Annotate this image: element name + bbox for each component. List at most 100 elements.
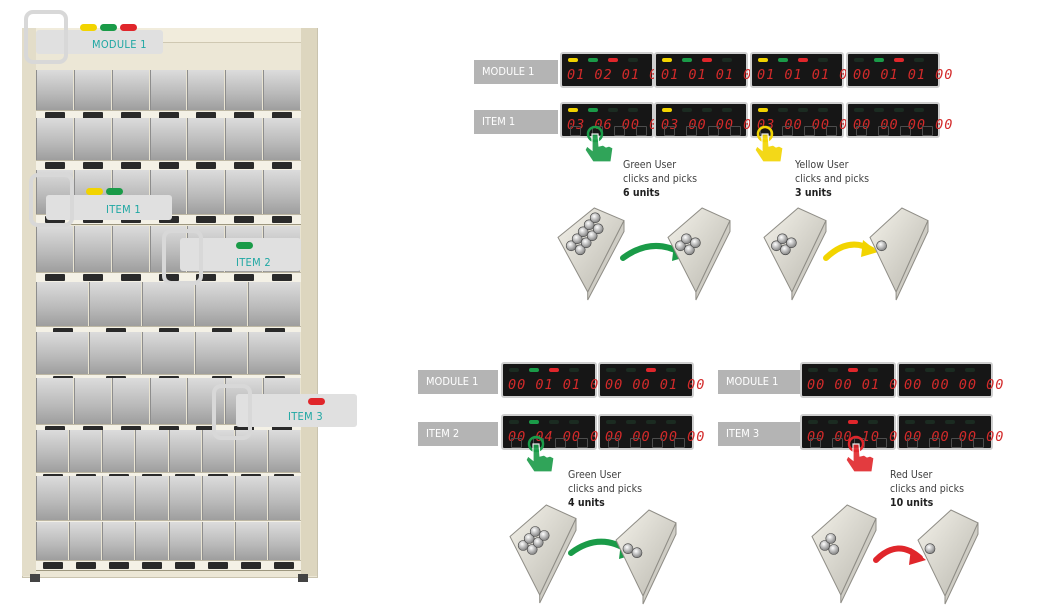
shelf-display	[120, 426, 141, 433]
panel-push-button[interactable]	[652, 438, 663, 448]
green-led-indicator	[626, 420, 636, 424]
storage-bin-icon	[615, 509, 677, 605]
panel-push-button[interactable]	[630, 438, 641, 448]
panel-push-button[interactable]	[664, 126, 675, 136]
panel-push-button[interactable]	[878, 126, 889, 136]
red-led-indicator	[848, 368, 858, 372]
panel-push-button[interactable]	[922, 126, 933, 136]
panel-push-button[interactable]	[810, 438, 821, 448]
panel-push-button[interactable]	[907, 438, 918, 448]
led-display-panel[interactable]: 00 00 00 00	[897, 362, 1003, 398]
caption-line: clicks and picks	[568, 483, 643, 495]
green-user-caption: Green User clicks and picks 4 units	[568, 468, 642, 510]
led-display-panel[interactable]: 00 01 01 00	[846, 52, 952, 88]
yellow-led-indicator	[568, 58, 578, 62]
segment-digits: 03 00 00 00	[757, 117, 858, 133]
cabinet-side-right	[301, 28, 317, 576]
caption-line: clicks and picks	[795, 173, 870, 185]
green-led-indicator	[529, 420, 539, 424]
module-tag: MODULE 1	[418, 370, 498, 394]
led-display-panel[interactable]: 01 02 01 00	[560, 52, 666, 88]
led-display-panel[interactable]: 01 01 01 00	[750, 52, 856, 88]
led-display-panel[interactable]: 00 00 01 00	[598, 362, 704, 398]
storage-bin	[111, 118, 149, 160]
panel-push-button[interactable]	[804, 126, 815, 136]
led-display-panel[interactable]: 00 01 01 00	[501, 362, 607, 398]
teal-led-indicator	[722, 58, 732, 62]
panel-push-button[interactable]	[570, 126, 581, 136]
panel-push-button[interactable]	[614, 126, 625, 136]
caption-line: clicks and picks	[623, 173, 698, 185]
shelf-display	[208, 562, 229, 569]
panel-push-button[interactable]	[555, 438, 566, 448]
panel-push-button[interactable]	[951, 438, 962, 448]
panel-push-button[interactable]	[608, 438, 619, 448]
module-callout-label: MODULE 1	[92, 38, 147, 51]
red-led-indicator	[549, 368, 559, 372]
panel-push-button[interactable]	[782, 126, 793, 136]
module-callout	[36, 30, 163, 54]
panel-push-button[interactable]	[973, 438, 984, 448]
cabinet-foot	[298, 574, 308, 582]
yellow-led-indicator	[905, 420, 915, 424]
panel-push-button[interactable]	[826, 126, 837, 136]
storage-bin-icon	[667, 207, 731, 301]
shelf-display	[158, 426, 179, 433]
yellow-led-indicator	[568, 108, 578, 112]
storage-bin	[102, 430, 135, 472]
storage-bin	[111, 226, 149, 272]
shelf-display	[52, 328, 73, 335]
panel-push-button[interactable]	[876, 438, 887, 448]
panel-push-button[interactable]	[832, 438, 843, 448]
item3-highlight-ring	[212, 384, 252, 440]
panel-push-button[interactable]	[929, 438, 940, 448]
led-display-panel[interactable]: 03 00 00 00	[750, 102, 856, 138]
storage-bin	[69, 476, 102, 520]
led-display-panel[interactable]: 03 00 00 00	[654, 102, 760, 138]
caption-line: Yellow User	[795, 159, 849, 171]
storage-bin	[195, 332, 247, 374]
storage-bin	[102, 476, 135, 520]
panel-push-button[interactable]	[636, 126, 647, 136]
yellow-user-caption: Yellow User clicks and picks 3 units	[795, 158, 869, 200]
panel-push-button[interactable]	[730, 126, 741, 136]
item2-callout-label: ITEM 2	[236, 256, 271, 269]
led-display-panel[interactable]: 00 00 00 00	[897, 414, 1003, 450]
teal-led-indicator	[666, 420, 676, 424]
panel-push-button[interactable]	[708, 126, 719, 136]
storage-bin	[135, 522, 168, 560]
cabinet-shelf	[36, 332, 301, 385]
storage-bin	[149, 378, 187, 424]
storage-bin	[168, 476, 201, 520]
storage-bin-icon	[509, 504, 577, 604]
led-display-panel[interactable]: 00 00 00 00	[846, 102, 952, 138]
red-led-pill	[308, 398, 325, 405]
shelf-display	[120, 112, 141, 119]
panel-push-button[interactable]	[686, 126, 697, 136]
module-highlight-ring	[24, 10, 68, 64]
shelf-display	[234, 274, 255, 281]
led-display-panel[interactable]: 03 06 00 00	[560, 102, 666, 138]
green-led-indicator	[626, 368, 636, 372]
red-led-indicator	[894, 58, 904, 62]
caption-line: Green User	[568, 469, 622, 481]
panel-push-button[interactable]	[674, 438, 685, 448]
led-display-panel[interactable]: 00 04 00 00	[501, 414, 607, 450]
yellow-led-indicator	[905, 368, 915, 372]
teal-led-indicator	[722, 108, 732, 112]
led-display-panel[interactable]: 00 00 01 00	[800, 362, 906, 398]
storage-bin	[201, 522, 234, 560]
item3-callout	[236, 394, 357, 427]
cabinet-shelf	[36, 70, 301, 121]
panel-push-button[interactable]	[511, 438, 522, 448]
panel-push-button[interactable]	[900, 126, 911, 136]
storage-bin	[149, 118, 187, 160]
panel-push-button[interactable]	[856, 126, 867, 136]
led-display-panel[interactable]: 00 00 00 00	[598, 414, 704, 450]
panel-push-button[interactable]	[577, 438, 588, 448]
caption-units: 6 units	[623, 187, 660, 199]
led-display-panel[interactable]: 01 01 01 00	[654, 52, 760, 88]
storage-bin	[36, 282, 88, 326]
shelf-display	[196, 162, 217, 169]
storage-bin	[149, 70, 187, 110]
